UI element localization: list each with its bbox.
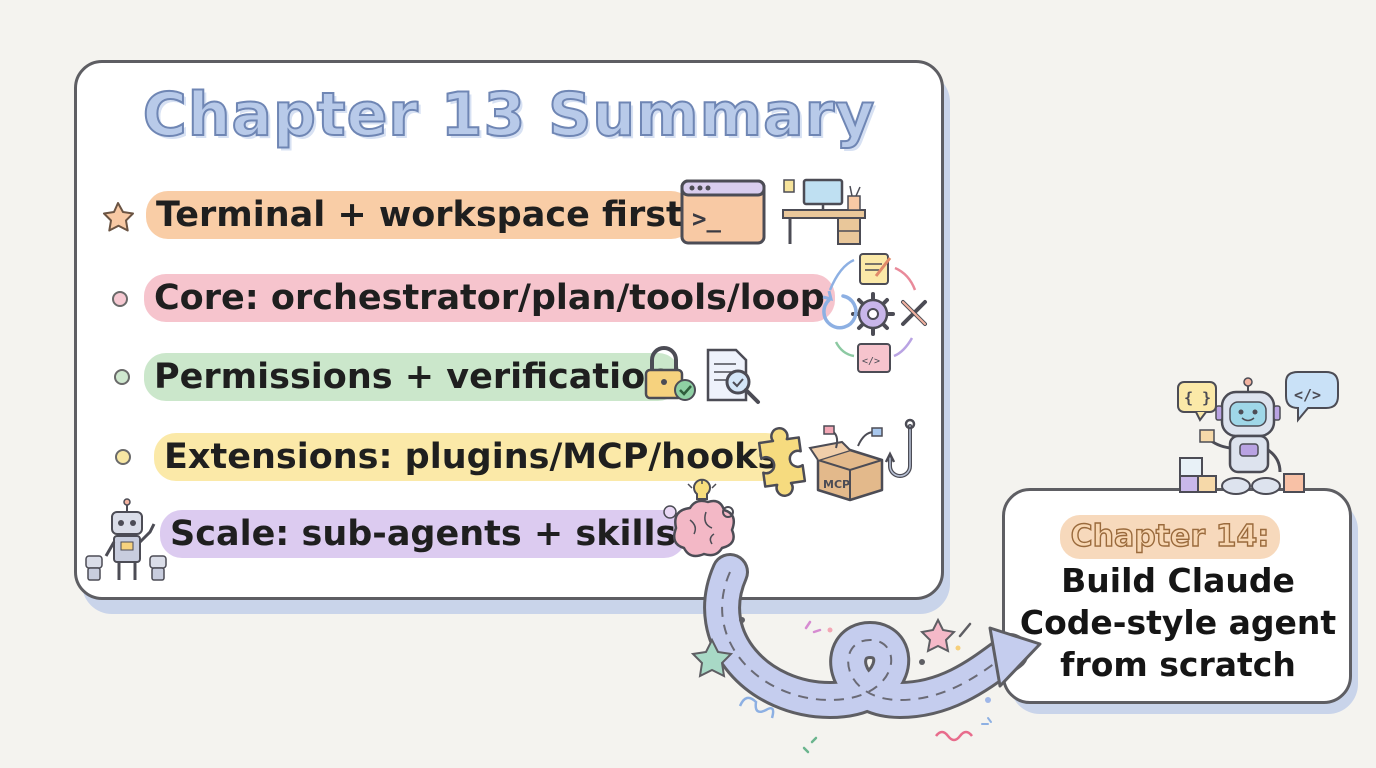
bullet-dot-green (114, 369, 130, 385)
next-line-3: from scratch (1060, 645, 1296, 684)
next-line-1: Build Claude (1061, 561, 1295, 600)
document-search-icon (706, 348, 760, 404)
robot-builder-icon (1179, 377, 1305, 495)
brain-ideas-icon (663, 478, 735, 558)
summary-title: Chapter 13 Summary (142, 79, 876, 151)
workspace-desk-icon (782, 178, 866, 245)
next-chapter-label: Chapter 14: (1060, 515, 1280, 559)
bullet-dot-yellow (115, 449, 131, 465)
bullet-extensions: Extensions: plugins/MCP/hooks (154, 433, 789, 481)
bullet-dot-pink (112, 291, 128, 307)
star-icon (103, 202, 134, 232)
bullet-core-loop: Core: orchestrator/plan/tools/loop (144, 274, 835, 322)
terminal-window-icon: >_ (680, 179, 766, 245)
svg-text:</>: </> (862, 356, 880, 367)
braces-bubble-icon: { } (1177, 381, 1217, 422)
mcp-box-label: MCP (823, 478, 850, 491)
bullet-terminal-workspace: Terminal + workspace first (146, 191, 693, 239)
bullet-permissions-verification: Permissions + verification (144, 353, 681, 401)
padlock-check-icon (644, 346, 696, 401)
bullet-scale: Scale: sub-agents + skills (160, 510, 687, 558)
robot-team-icon (85, 498, 167, 581)
curved-arrow-icon (703, 553, 1042, 720)
code-tag-text: </> (1294, 386, 1321, 404)
code-tag-bubble-icon: </> (1285, 371, 1339, 423)
confetti-decoration (690, 617, 992, 754)
agent-loop-cycle-icon: </> (822, 253, 927, 373)
terminal-prompt: >_ (692, 205, 721, 233)
next-line-2: Code-style agent (1019, 603, 1337, 642)
mcp-box-icon: MCP (808, 425, 884, 502)
puzzle-piece-icon (757, 427, 807, 497)
next-chapter-description: Build Claude Code-style agent from scrat… (1008, 560, 1348, 686)
braces-text: { } (1184, 389, 1211, 407)
hook-icon (884, 418, 916, 478)
